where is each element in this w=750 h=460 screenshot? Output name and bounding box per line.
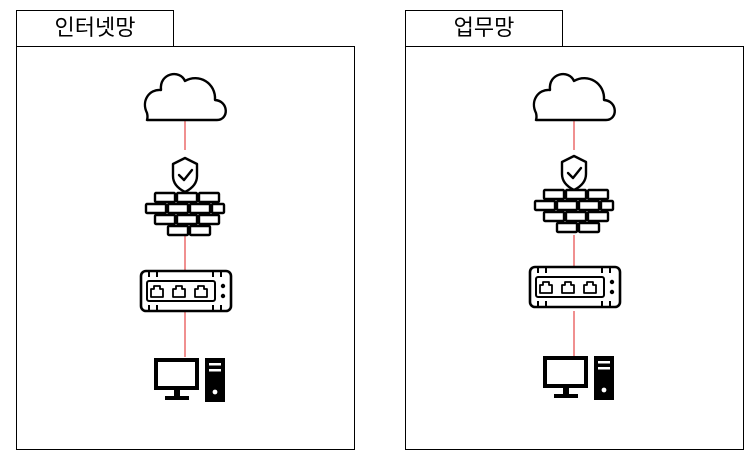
panel-title: 업무망: [453, 16, 515, 41]
network-switch-icon: [139, 269, 233, 313]
panel-title-tab: 업무망: [405, 10, 563, 47]
firewall-brick-icon: [533, 188, 615, 234]
shield-check-icon: [171, 156, 199, 194]
desktop-computer-icon: [154, 358, 225, 402]
desktop-computer-icon: [543, 356, 614, 400]
panel-body: [16, 46, 355, 450]
shield-check-icon: [560, 154, 588, 192]
network-diagram: [139, 72, 233, 402]
panel-title: 인터넷망: [54, 16, 136, 41]
cloud-icon: [532, 72, 616, 122]
cloud-icon: [143, 72, 227, 122]
firewall-brick-icon: [144, 191, 226, 237]
panel-body: [405, 46, 744, 450]
network-diagram: [528, 72, 622, 400]
panel-title-tab: 인터넷망: [16, 10, 174, 47]
network-switch-icon: [528, 265, 622, 309]
